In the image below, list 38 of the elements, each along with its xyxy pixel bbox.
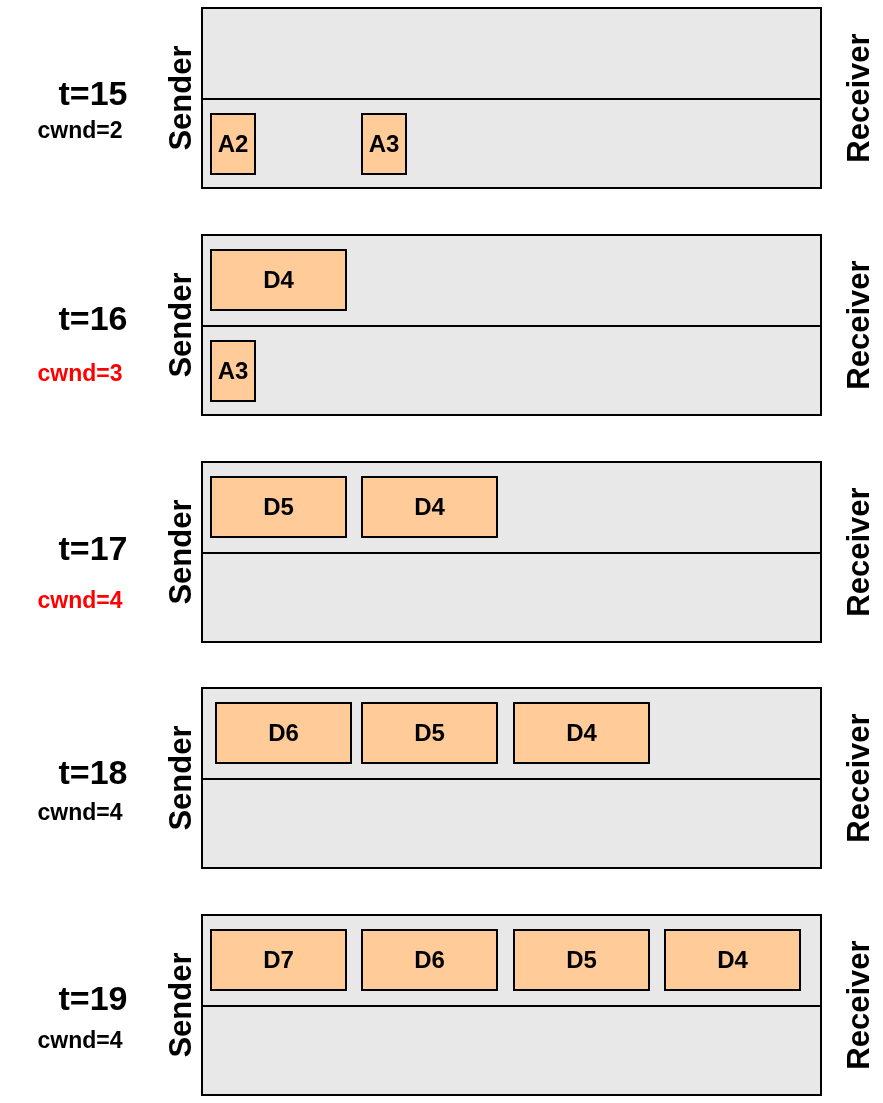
packet-box: D5 [210, 476, 347, 538]
sender-label: Sender [164, 272, 196, 378]
cwnd-label: cwnd=3 [37, 361, 123, 385]
sender-label: Sender [164, 45, 196, 151]
cwnd-label: cwnd=2 [37, 118, 123, 142]
sender-label: Sender [164, 725, 196, 831]
cwnd-label: cwnd=4 [37, 800, 123, 824]
receiver-label: Receiver [842, 33, 874, 163]
packet-box: D5 [513, 929, 650, 991]
packet-box: A3 [361, 113, 407, 175]
packet-box: D4 [513, 702, 650, 764]
channel-panel [201, 914, 822, 1096]
packet-box: D7 [210, 929, 347, 991]
packet-box: D4 [361, 476, 498, 538]
sender-label: Sender [164, 952, 196, 1058]
receiver-label: Receiver [842, 940, 874, 1070]
packet-box: D4 [210, 249, 347, 311]
channel-panel [201, 234, 822, 416]
time-label: t=15 [58, 76, 128, 110]
sender-label: Sender [164, 499, 196, 605]
time-label: t=18 [58, 755, 128, 789]
packet-box: A3 [210, 340, 256, 402]
time-label: t=16 [58, 301, 128, 335]
cwnd-label: cwnd=4 [37, 588, 123, 612]
time-label: t=17 [58, 531, 128, 565]
packet-box: A2 [210, 113, 256, 175]
receiver-label: Receiver [842, 487, 874, 617]
receiver-label: Receiver [842, 713, 874, 843]
packet-box: D5 [361, 702, 498, 764]
packet-box: D4 [664, 929, 801, 991]
channel-panel [201, 687, 822, 869]
time-label: t=19 [58, 981, 128, 1015]
receiver-label: Receiver [842, 260, 874, 390]
channel-panel [201, 7, 822, 189]
packet-box: D6 [215, 702, 352, 764]
cwnd-label: cwnd=4 [37, 1028, 123, 1052]
channel-panel [201, 461, 822, 643]
packet-box: D6 [361, 929, 498, 991]
